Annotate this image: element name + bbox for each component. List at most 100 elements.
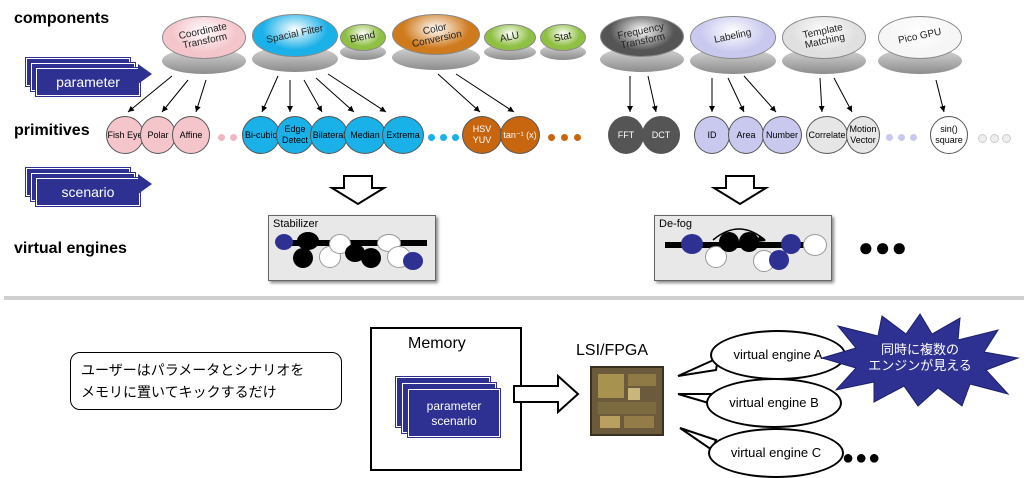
engine-node [345,244,365,262]
memory-card-scenario: scenario [431,414,477,428]
primitive-circle: Affine [172,116,210,154]
scenario-arrow [138,174,152,194]
separator-dot [452,134,459,141]
engine-node [403,252,423,270]
component-disc: Spacial Filter [252,14,338,72]
primitive-circle: Fish Eye [106,116,144,154]
chip-image [590,366,664,436]
component-disc: Coordinate Transform [162,16,246,74]
primitive-circle: Bilateral [310,116,348,154]
engine-stabilizer: Stabilizer [268,215,436,281]
instruction-note-line2: メモリに置いてキックするだけ [81,384,277,400]
primitives-row-label: primitives [14,122,90,139]
scenario-label: scenario [36,178,140,206]
scenario-stack: scenario [26,168,152,206]
component-label: Frequency Transform [616,20,667,52]
component-disc: Frequency Transform [600,16,684,72]
primitive-circle: Area [728,116,764,154]
virtual-engine-b-bubble: virtual engine B [706,378,842,428]
separator-dot [561,134,568,141]
parameter-stack: parameter [26,58,152,96]
parameter-arrow [138,64,152,84]
engine-node [293,248,313,268]
engine-node [803,234,827,256]
component-label: Spacial Filter [265,23,325,47]
separator-dot [978,134,987,143]
separator-dot [218,134,225,141]
component-label: Stat [553,29,573,45]
memory-card-parameter: parameter [426,399,482,413]
separator-dot [898,134,905,141]
separator-dot [574,134,581,141]
engine-node [781,234,801,254]
component-disc: Pico GPU [878,16,962,74]
memory-box: Memory parameter scenario [370,327,522,471]
virtual-engine-c-bubble: virtual engine C [708,428,844,478]
more-engines-ellipsis: ●●● [858,232,909,262]
engine-node [769,250,789,270]
starburst-line1: 同時に複数の [880,342,959,357]
component-label: Color Conversion [411,21,463,50]
engine-node [739,232,759,252]
starburst-shape [820,313,1020,407]
primitive-circle: Edge Detect [276,116,314,154]
primitive-circle: tan⁻¹ (x) [500,116,540,154]
instruction-note-line1: ユーザーはパラメータとシナリオを [81,362,305,378]
engine-stabilizer-title: Stabilizer [273,218,319,230]
engine-node [719,232,739,252]
primitive-circle: sin() square [930,116,968,154]
engine-loop-arrow [712,228,766,242]
engine-node [275,234,293,250]
primitive-circle: Correlate [806,116,848,154]
component-label: Template Matching [801,22,846,52]
engine-flow-bar [279,240,427,246]
connector-arrows [127,73,946,206]
component-disc: Color Conversion [392,14,480,70]
starburst-text: 同時に複数の エンジンが見える [852,342,988,374]
separator-dot [886,134,893,141]
component-label: Pico GPU [897,26,943,47]
primitive-circle: HSV YUV [462,116,502,154]
separator-dot [548,134,555,141]
component-label: Blend [349,29,377,46]
parameter-label: parameter [36,68,140,96]
separator-dot [230,134,237,141]
primitive-circle: FFT [608,116,644,154]
primitive-circle: Bi-cubic [242,116,280,154]
memory-title: Memory [408,335,466,352]
component-label: ALU [499,29,521,45]
more-virtual-engines-ellipsis: ●●● [842,447,882,469]
instruction-note: ユーザーはパラメータとシナリオを メモリに置いてキックするだけ [70,352,342,410]
virtual-engines-row-label: virtual engines [14,240,127,257]
separator-dot [428,134,435,141]
component-disc: Template Matching [782,16,866,74]
component-label: Coordinate Transform [177,21,229,52]
engine-node [297,232,319,250]
primitive-circle: Extrema [382,116,424,154]
engine-node [705,246,727,268]
separator-dot [990,134,999,143]
primitive-circle: Number [762,116,802,154]
primitive-circle: Median [344,116,386,154]
component-disc: Labeling [690,16,776,74]
separator-dot [440,134,447,141]
section-divider [4,296,1024,300]
engine-defog: De-fog [654,215,832,281]
primitive-circle: ID [694,116,730,154]
primitive-circle: Polar [140,116,176,154]
virtual-engine-a-bubble: virtual engine A [710,330,846,380]
component-disc: ALU [484,24,536,60]
component-label: Labeling [713,27,753,47]
primitive-circle: DCT [642,116,680,154]
engine-node [681,234,703,254]
components-row-label: components [14,10,110,27]
component-disc: Blend [340,24,386,60]
separator-dot [910,134,917,141]
starburst-line2: エンジンが見える [868,358,972,373]
memory-card: parameter scenario [408,389,500,437]
engine-defog-title: De-fog [659,218,693,230]
primitive-circle: Motion Vector [846,116,880,154]
engine-node [361,248,381,268]
component-disc: Stat [540,24,586,60]
separator-dot [1002,134,1011,143]
